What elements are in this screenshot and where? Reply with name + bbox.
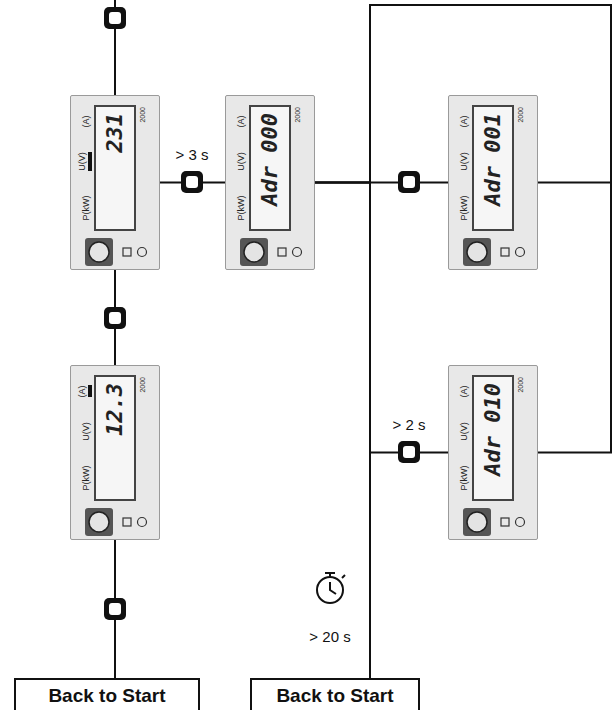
unit-label: (A) [459, 115, 470, 127]
lcd-display: 12.3 [94, 375, 136, 501]
meter-controls [71, 234, 161, 271]
timeout-label: > 20 s [307, 628, 352, 646]
button-icon [398, 441, 420, 463]
meter-face: (A) U(V) P(kW) Adr 010 2000 [454, 373, 534, 503]
meter-constant: 2000 [136, 103, 148, 233]
label-row: (A) U(V) P(kW) [454, 373, 470, 503]
button-icon [181, 171, 203, 193]
energy-meter: (A) U(V) P(kW) Adr 000 2000 [225, 95, 315, 270]
meter-constant: 2000 [514, 373, 526, 503]
display-value: Adr 000 [257, 113, 283, 206]
time-label: > 3 s [174, 146, 211, 164]
energy-meter: (A) U(V) P(kW) 231 2000 [70, 95, 160, 270]
unit-label: U(V) [459, 422, 470, 441]
meter-constant: 2000 [136, 373, 148, 503]
time-label: > 2 s [391, 416, 428, 434]
back-to-start-box: Back to Start [250, 678, 420, 710]
energy-meter: (A) U(V) P(kW) 12.3 2000 [70, 365, 160, 540]
display-value: Adr 010 [480, 383, 506, 476]
meter-controls [226, 234, 316, 271]
unit-label: P(kW) [236, 196, 247, 221]
unit-label: (A) [459, 385, 470, 397]
energy-meter: (A) U(V) P(kW) Adr 001 2000 [448, 95, 538, 270]
meter-controls [449, 234, 539, 271]
meter-controls [449, 504, 539, 541]
meter-face: (A) U(V) P(kW) Adr 000 2000 [231, 103, 311, 233]
unit-label: U(V) [236, 152, 247, 171]
meter-face: (A) U(V) P(kW) 231 2000 [76, 103, 156, 233]
label-row: (A) U(V) P(kW) [231, 103, 247, 233]
unit-label: U(V) [77, 152, 92, 171]
box-title: Back to Start [30, 685, 184, 707]
energy-meter: (A) U(V) P(kW) Adr 010 2000 [448, 365, 538, 540]
flow-line [315, 183, 370, 679]
label-row: (A) U(V) P(kW) [454, 103, 470, 233]
lcd-display: Adr 010 [472, 375, 514, 501]
flow-line [538, 183, 611, 453]
unit-label: U(V) [81, 422, 92, 441]
label-row: (A) U(V) P(kW) [76, 373, 92, 503]
meter-constant: 2000 [514, 103, 526, 233]
button-icon [398, 171, 420, 193]
meter-constant: 2000 [291, 103, 303, 233]
button-icon [104, 307, 126, 329]
unit-label: P(kW) [81, 466, 92, 491]
timer-icon [317, 573, 345, 603]
display-value: 231 [102, 113, 128, 153]
unit-label: (A) [81, 115, 92, 127]
lcd-display: 231 [94, 105, 136, 231]
back-to-start-box: Back to Start [14, 678, 200, 710]
unit-label: P(kW) [81, 196, 92, 221]
unit-label: P(kW) [459, 466, 470, 491]
label-row: (A) U(V) P(kW) [76, 103, 92, 233]
button-icon [104, 598, 126, 620]
unit-label: P(kW) [459, 196, 470, 221]
meter-controls [71, 504, 161, 541]
lcd-display: Adr 001 [472, 105, 514, 231]
lcd-display: Adr 000 [249, 105, 291, 231]
display-value: 12.3 [102, 383, 128, 436]
display-value: Adr 001 [480, 113, 506, 206]
flow-line [315, 183, 448, 453]
unit-label: (A) [236, 115, 247, 127]
unit-label: (A) [77, 385, 92, 397]
unit-label: U(V) [459, 152, 470, 171]
box-title: Back to Start [266, 685, 404, 707]
meter-face: (A) U(V) P(kW) Adr 001 2000 [454, 103, 534, 233]
meter-face: (A) U(V) P(kW) 12.3 2000 [76, 373, 156, 503]
button-icon [104, 7, 126, 29]
